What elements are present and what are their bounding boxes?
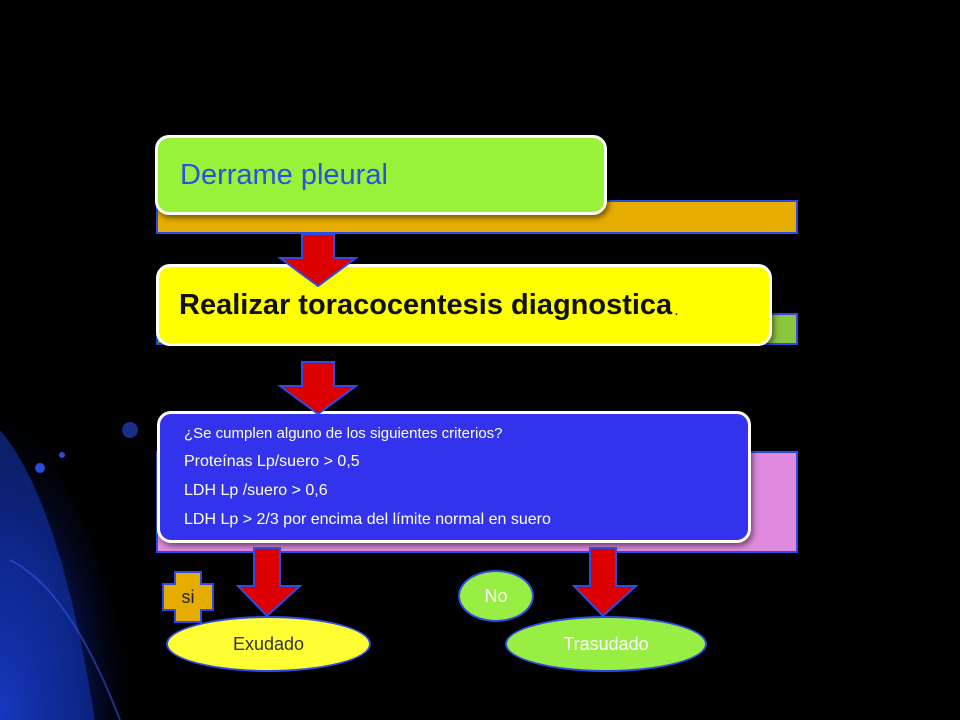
no-branch-badge: No bbox=[458, 570, 534, 622]
arrow-down-1 bbox=[278, 233, 358, 288]
toracocentesis-box: Realizar toracocentesis diagnostica. bbox=[156, 264, 772, 346]
arrow-down-si bbox=[236, 547, 302, 618]
criterio-item: Proteínas Lp/suero > 0,5 bbox=[184, 453, 360, 470]
criterios-box: ¿Se cumplen alguno de los siguientes cri… bbox=[157, 411, 751, 543]
toracocentesis-suffix: . bbox=[674, 302, 679, 319]
toracocentesis-label: Realizar toracocentesis diagnostica bbox=[179, 288, 673, 321]
arrow-down-no bbox=[572, 547, 638, 618]
si-branch-label: si bbox=[181, 586, 195, 607]
criterios-question: ¿Se cumplen alguno de los siguientes cri… bbox=[184, 425, 503, 442]
arrow-down-2 bbox=[278, 361, 358, 416]
derrame-pleural-label: Derrame pleural bbox=[180, 158, 388, 191]
trasudado-label: Trasudado bbox=[563, 633, 649, 654]
criterio-item: LDH Lp > 2/3 por encima del límite norma… bbox=[184, 511, 551, 528]
criterio-item: LDH Lp /suero > 0,6 bbox=[184, 482, 328, 499]
exudado-oval: Exudado bbox=[166, 616, 371, 672]
exudado-label: Exudado bbox=[232, 633, 305, 654]
no-branch-label: No bbox=[484, 585, 508, 606]
trasudado-oval: Trasudado bbox=[505, 616, 707, 672]
derrame-pleural-box: Derrame pleural bbox=[155, 135, 607, 215]
